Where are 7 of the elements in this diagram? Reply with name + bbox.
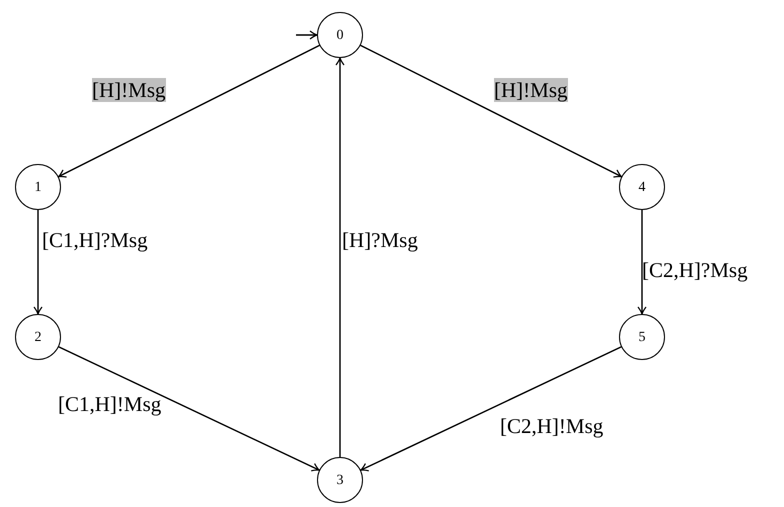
- edge-label: [C1,H]?Msg: [42, 228, 148, 252]
- edge-label: [C1,H]!Msg: [58, 392, 162, 416]
- edge-label: [H]!Msg: [494, 78, 568, 102]
- edge-label: [C2,H]?Msg: [642, 258, 748, 282]
- edge-label: [H]?Msg: [342, 228, 418, 252]
- edge-label: [H]!Msg: [92, 78, 166, 102]
- edge-label: [C2,H]!Msg: [500, 414, 604, 438]
